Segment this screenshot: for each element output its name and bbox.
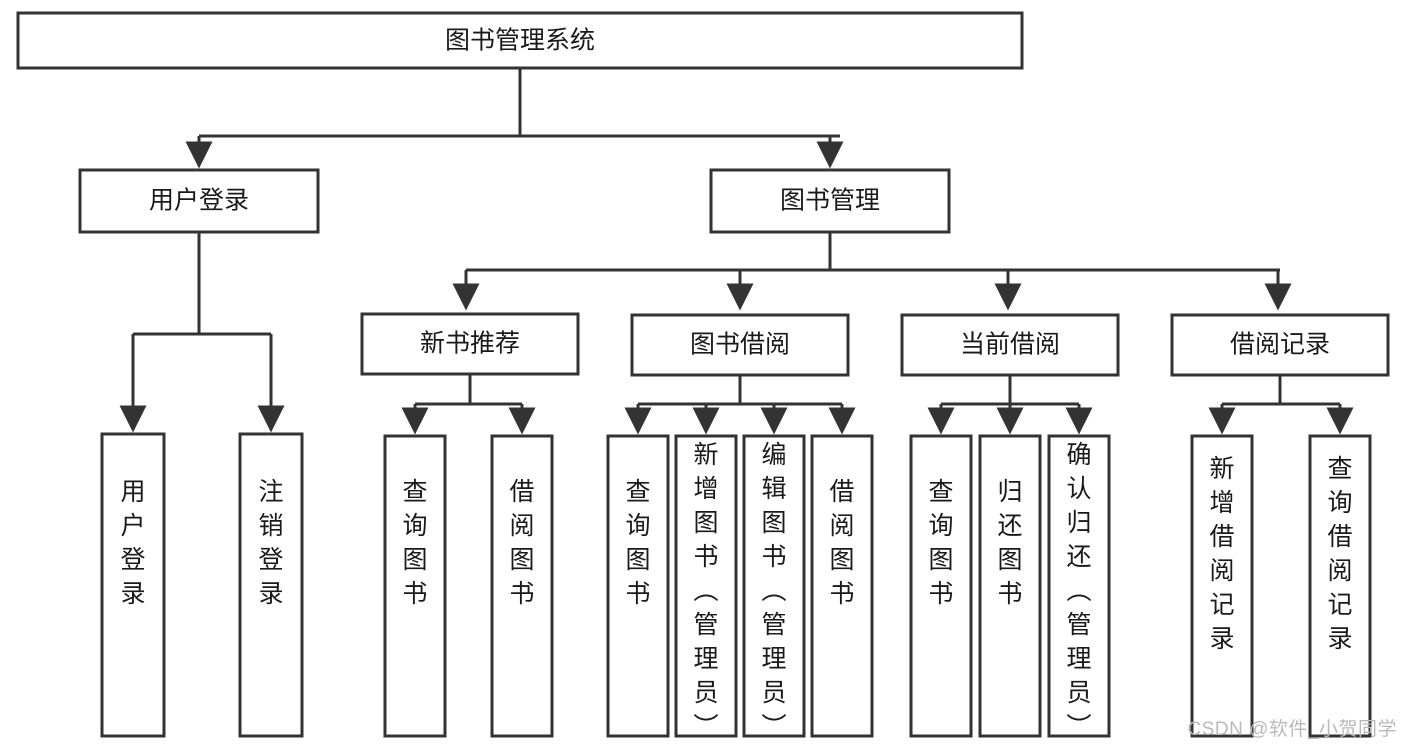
node-current-borrow[interactable]: 当前借阅 <box>900 313 1120 377</box>
leaf-node-label: 借阅图书 <box>829 478 854 608</box>
node-new-book-recommend-label: 新书推荐 <box>420 330 520 358</box>
leaf-node-label: 查询图书 <box>625 478 650 608</box>
node-book-management[interactable]: 图书管理 <box>709 168 951 234</box>
leaf-node-label: 查询图书 <box>402 478 427 608</box>
node-borrow-records-label: 借阅记录 <box>1230 331 1330 359</box>
node-current-borrow-label: 当前借阅 <box>960 331 1060 359</box>
node-root-box <box>16 11 1024 70</box>
leaf-node-label: 查询图书 <box>928 478 953 608</box>
connector-newbooks-to-leaves <box>401 374 536 435</box>
node-book-management-label: 图书管理 <box>780 187 880 215</box>
connector-current-to-leaves <box>927 375 1093 435</box>
leaf-node[interactable]: 用户登录 <box>100 432 166 738</box>
leaf-node-box <box>674 434 738 738</box>
csdn-watermark: CSDN @软件_小贺同学 <box>1187 719 1397 740</box>
node-user-login[interactable]: 用户登录 <box>78 168 320 234</box>
leaf-node[interactable]: 新增借阅记录 <box>1190 434 1254 738</box>
leaf-node-label: 用户登录 <box>120 478 145 608</box>
node-root[interactable]: 图书管理系统 <box>16 11 1024 70</box>
leaf-node-label: 新增借阅记录 <box>1209 455 1234 653</box>
leaf-node-box <box>909 434 973 738</box>
node-borrow-records-box <box>1170 313 1390 377</box>
leaf-node-label: 新增图书︵管理员︶ <box>693 441 718 741</box>
leaf-node[interactable]: 注销登录 <box>238 432 304 738</box>
node-book-borrow-label: 图书借阅 <box>690 331 790 359</box>
leaf-node-box <box>810 434 874 738</box>
leaf-node[interactable]: 查询图书 <box>606 434 670 738</box>
leaf-node-box <box>383 434 447 738</box>
connector-records-to-leaves <box>1208 375 1354 435</box>
node-book-management-box <box>709 168 951 234</box>
leaf-node-label: 借阅图书 <box>509 478 534 608</box>
node-root-label: 图书管理系统 <box>445 27 595 55</box>
leaf-node[interactable]: 借阅图书 <box>490 434 554 738</box>
connector-login-to-leaves <box>119 232 285 433</box>
leaf-node[interactable]: 确认归还︵管理员︶ <box>1047 434 1111 741</box>
connector-books-to-level3 <box>452 232 1292 311</box>
node-current-borrow-box <box>900 313 1120 377</box>
leaf-node[interactable]: 查询图书 <box>383 434 447 738</box>
leaf-node-box <box>1308 434 1372 738</box>
leaf-node[interactable]: 归还图书 <box>978 434 1042 738</box>
node-new-book-recommend[interactable]: 新书推荐 <box>360 312 580 376</box>
leaf-node[interactable]: 新增图书︵管理员︶ <box>674 434 738 741</box>
leaf-node-label: 编辑图书︵管理员︶ <box>761 441 786 741</box>
leaf-node-box <box>606 434 670 738</box>
leaf-node-box <box>742 434 806 738</box>
leaf-node[interactable]: 查询借阅记录 <box>1308 434 1372 738</box>
leaf-node-box <box>100 432 166 738</box>
leaf-node[interactable]: 查询图书 <box>909 434 973 738</box>
node-book-borrow-box <box>630 313 850 377</box>
leaf-node-box <box>238 432 304 738</box>
leaf-node[interactable]: 编辑图书︵管理员︶ <box>742 434 806 741</box>
leaf-node-box <box>1047 434 1111 738</box>
node-book-borrow[interactable]: 图书借阅 <box>630 313 850 377</box>
leaf-node-box <box>978 434 1042 738</box>
leaf-node-label: 确认归还︵管理员︶ <box>1066 441 1091 741</box>
node-user-login-box <box>78 168 320 234</box>
node-borrow-records[interactable]: 借阅记录 <box>1170 313 1390 377</box>
connector-borrow-to-leaves <box>624 375 856 435</box>
node-new-book-recommend-box <box>360 312 580 376</box>
node-user-login-label: 用户登录 <box>149 187 249 215</box>
leaf-node-label: 查询借阅记录 <box>1327 455 1352 653</box>
leaf-node-label: 归还图书 <box>997 478 1022 608</box>
leaf-node-box <box>1190 434 1254 738</box>
leaf-node-box <box>490 434 554 738</box>
leaf-node-label: 注销登录 <box>258 478 283 608</box>
leaf-node[interactable]: 借阅图书 <box>810 434 874 738</box>
connector-root-to-level2 <box>185 68 844 169</box>
